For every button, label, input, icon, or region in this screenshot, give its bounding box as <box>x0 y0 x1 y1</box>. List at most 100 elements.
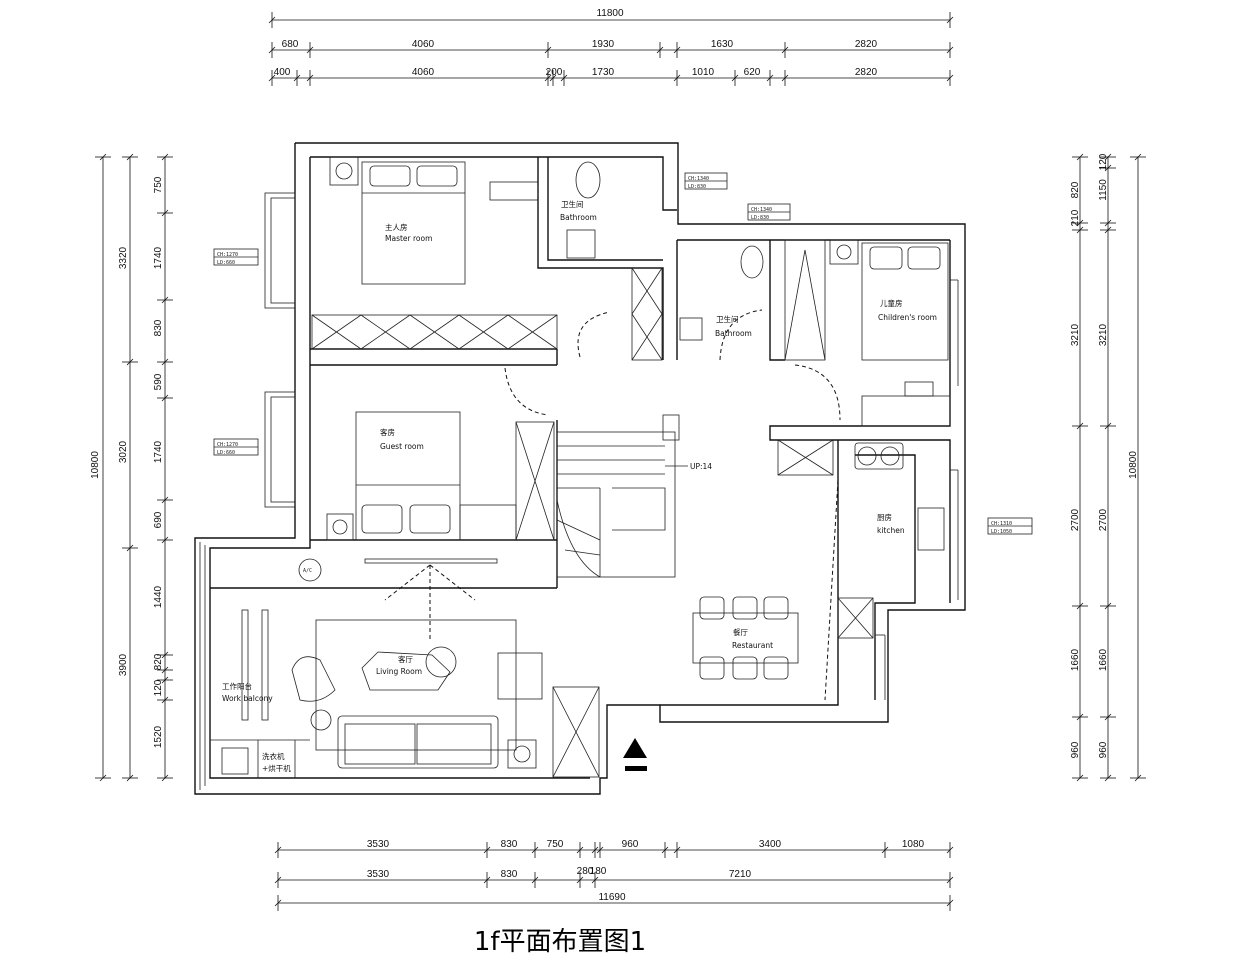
dimension-tick <box>591 846 599 854</box>
dimension-tick <box>126 358 134 366</box>
room-labels: 主人房 Master room 卫生间 Bathroom 卫生间 Bathroo… <box>222 199 937 773</box>
dimension-tick <box>1076 422 1084 430</box>
room-label-bath2-cn: 卫生间 <box>716 314 739 324</box>
right-dimensions: 820 210 3210 2700 1660 960 120 1150 3210… <box>1070 153 1146 782</box>
dimension-tick <box>576 876 584 884</box>
dim-label: 960 <box>1070 741 1081 758</box>
dimension-tick <box>161 296 169 304</box>
master-bed <box>361 161 466 285</box>
dim-label: 120 <box>153 679 164 696</box>
dimension-tick <box>126 774 134 782</box>
dim-label: 3530 <box>367 869 390 880</box>
laundry-label-2: +烘干机 <box>262 763 291 773</box>
dim-label: 2700 <box>1070 508 1081 531</box>
dimension-tick <box>1076 602 1084 610</box>
dim-label: 1520 <box>153 725 164 748</box>
dimension-tick <box>1104 153 1112 161</box>
dim-left-overall: 10800 <box>90 451 101 479</box>
svg-text:CH:1310: CH:1310 <box>991 521 1012 527</box>
svg-text:LD:830: LD:830 <box>688 184 706 190</box>
dimension-tick <box>161 209 169 217</box>
room-label-guest-cn: 客房 <box>380 427 395 437</box>
svg-text:CH:1340: CH:1340 <box>688 176 709 182</box>
room-label-living-en: Living Room <box>376 667 422 676</box>
dimension-tick <box>1076 226 1084 234</box>
stove <box>854 442 904 470</box>
door-swing <box>719 309 763 361</box>
dim-label: 2820 <box>855 67 878 78</box>
dimension-tick <box>1076 219 1084 227</box>
svg-text:CH:1270: CH:1270 <box>217 442 238 448</box>
room-label-living-cn: 客厅 <box>398 654 413 664</box>
toilet <box>575 161 601 199</box>
room-label-bath1-en: Bathroom <box>560 213 597 222</box>
dimension-tick <box>596 846 604 854</box>
kitchen-sink <box>917 507 945 551</box>
north-arrow-icon <box>623 738 647 758</box>
dimension-tick <box>161 394 169 402</box>
room-label-restaurant-cn: 餐厅 <box>733 628 748 637</box>
dimension-tick <box>766 74 774 82</box>
dim-label: 1930 <box>592 39 615 50</box>
room-label-guest-en: Guest room <box>380 442 424 451</box>
dim-label: 280 <box>577 866 594 877</box>
dimension-tick <box>946 876 954 884</box>
nightstand <box>329 156 359 186</box>
dim-label: 820 <box>153 653 164 670</box>
sink <box>566 229 596 259</box>
dim-label: 3900 <box>118 653 129 676</box>
dim-label: 1740 <box>153 246 164 269</box>
dimension-tick <box>946 899 954 907</box>
furniture <box>210 156 951 778</box>
dim-label: 680 <box>282 39 299 50</box>
dim-label: 210 <box>1070 209 1081 226</box>
dimension-tick <box>881 846 889 854</box>
dim-label: 960 <box>622 839 639 850</box>
dimension-tick <box>306 74 314 82</box>
dimension-tick <box>161 651 169 659</box>
washer <box>221 747 249 775</box>
sofa <box>337 715 499 769</box>
dimension-tick <box>161 676 169 684</box>
room-label-bath1-cn: 卫生间 <box>561 199 584 209</box>
dimension-tick <box>306 46 314 54</box>
dimension-tick <box>549 74 557 82</box>
dimension-tick <box>560 74 568 82</box>
dimension-tick <box>661 846 669 854</box>
room-label-balcony-en: Work balcony <box>222 694 273 703</box>
dimension-tick <box>1104 774 1112 782</box>
dimension-tick <box>1134 153 1142 161</box>
svg-text:CH:1340: CH:1340 <box>751 207 772 213</box>
svg-text:CH:1270: CH:1270 <box>217 252 238 258</box>
dimension-tick <box>1104 422 1112 430</box>
dimension-tick <box>161 496 169 504</box>
dimension-tick <box>274 899 282 907</box>
sink <box>679 317 703 341</box>
dimension-tick <box>731 74 739 82</box>
dim-label: 750 <box>547 839 564 850</box>
clothes-rack <box>241 609 269 721</box>
dim-label: 1150 <box>1098 179 1109 201</box>
dimension-tick <box>1104 713 1112 721</box>
dim-label: 1010 <box>692 67 715 78</box>
door-swing <box>577 311 611 358</box>
svg-text:LD:1050: LD:1050 <box>991 529 1012 535</box>
dimension-tick <box>274 876 282 884</box>
dimension-tick <box>268 46 276 54</box>
dimension-tick <box>99 153 107 161</box>
dimension-tick <box>268 16 276 24</box>
dimension-tick <box>544 46 552 54</box>
tv <box>364 558 498 564</box>
svg-text:LD:660: LD:660 <box>217 450 235 456</box>
dim-label: 3020 <box>118 440 129 463</box>
door-swing <box>794 364 841 421</box>
stairs-label: UP:14 <box>690 462 712 471</box>
dim-label: 1080 <box>902 839 925 850</box>
dim-label: 1730 <box>592 67 615 78</box>
room-label-kitchen-en: kitchen <box>877 526 905 535</box>
dimension-tick <box>126 153 134 161</box>
ac-label: A/C <box>303 568 312 574</box>
